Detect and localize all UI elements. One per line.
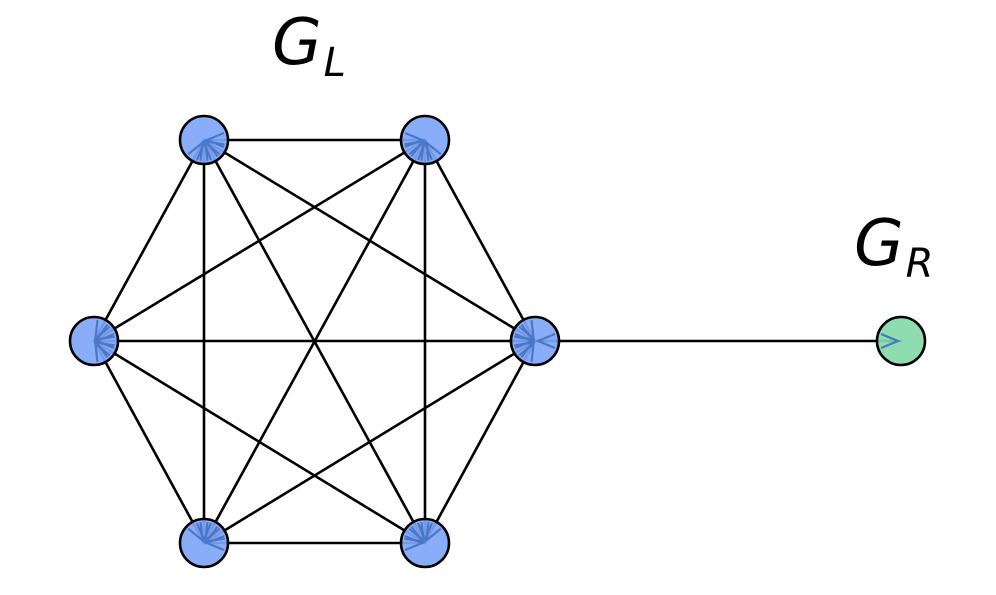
arrowheads-layer (94, 131, 901, 552)
arrowhead-L6-to-L3 (94, 341, 115, 359)
arrowhead-L2-to-L4 (518, 319, 535, 341)
arrowhead-L3-to-L6 (404, 525, 425, 543)
node-L4 (509, 315, 561, 367)
edges-layer (92, 138, 903, 545)
edge-L1-L3 (92, 138, 206, 343)
arrowhead-L6-to-L1 (204, 140, 221, 162)
arrowhead-L3-to-L5 (187, 521, 204, 543)
arrowhead-L5-to-L4 (514, 341, 535, 359)
arrowhead-R1-to-L4 (535, 332, 556, 350)
arrowhead-L6-to-L4 (518, 341, 535, 363)
right-graph-label: GR (854, 207, 933, 287)
arrowhead-L5-to-L2 (408, 140, 425, 162)
right-graph-label-subscript: R (906, 241, 934, 287)
arrowhead-L4-to-R1 (880, 332, 901, 350)
left-graph-label: GL (272, 6, 346, 86)
arrowhead-L2-to-L3 (94, 323, 115, 341)
arrowhead-L5-to-L3 (94, 341, 111, 363)
node-R1 (875, 315, 927, 367)
arrowhead-L1-to-L3 (94, 319, 111, 341)
left-graph-label-subscript: L (324, 40, 346, 86)
edge-L4-L5 (202, 339, 537, 545)
right-graph-label-main: G (854, 207, 904, 281)
arrowhead-L3-to-L1 (187, 140, 204, 162)
node-L3 (68, 315, 120, 367)
arrowhead-L6-to-L2 (416, 140, 434, 161)
arrowhead-L6-to-L5 (204, 534, 225, 552)
arrowhead-L1-to-L2 (404, 131, 425, 149)
arrowhead-L3-to-L2 (404, 140, 425, 158)
edge-L2-L3 (92, 138, 427, 343)
arrowhead-L4-to-L1 (204, 140, 225, 158)
arrowhead-L5-to-L6 (404, 534, 425, 552)
edge-L3-L6 (92, 339, 427, 545)
node-L6 (399, 517, 451, 569)
node-L2 (399, 114, 451, 166)
arrowhead-L1-to-L5 (195, 522, 213, 543)
edge-L4-L6 (423, 339, 537, 545)
arrowhead-L4-to-L5 (204, 525, 225, 543)
arrowhead-L1-to-L6 (408, 521, 425, 543)
left-graph-label-main: G (272, 6, 322, 80)
arrowhead-L2-to-L5 (204, 521, 221, 543)
edge-L2-L4 (423, 138, 537, 343)
arrowhead-L3-to-L4 (514, 332, 535, 350)
arrowhead-L2-to-L6 (416, 522, 434, 543)
arrowhead-L5-to-L1 (195, 140, 213, 161)
node-L1 (178, 114, 230, 166)
arrowhead-L4-to-L6 (425, 521, 442, 543)
arrowhead-L4-to-L2 (425, 140, 442, 162)
arrowhead-L4-to-L3 (94, 332, 115, 350)
arrowhead-L1-to-L4 (514, 323, 535, 341)
node-L5 (178, 517, 230, 569)
arrowhead-L2-to-L1 (204, 131, 225, 149)
edge-L3-L5 (92, 339, 206, 545)
